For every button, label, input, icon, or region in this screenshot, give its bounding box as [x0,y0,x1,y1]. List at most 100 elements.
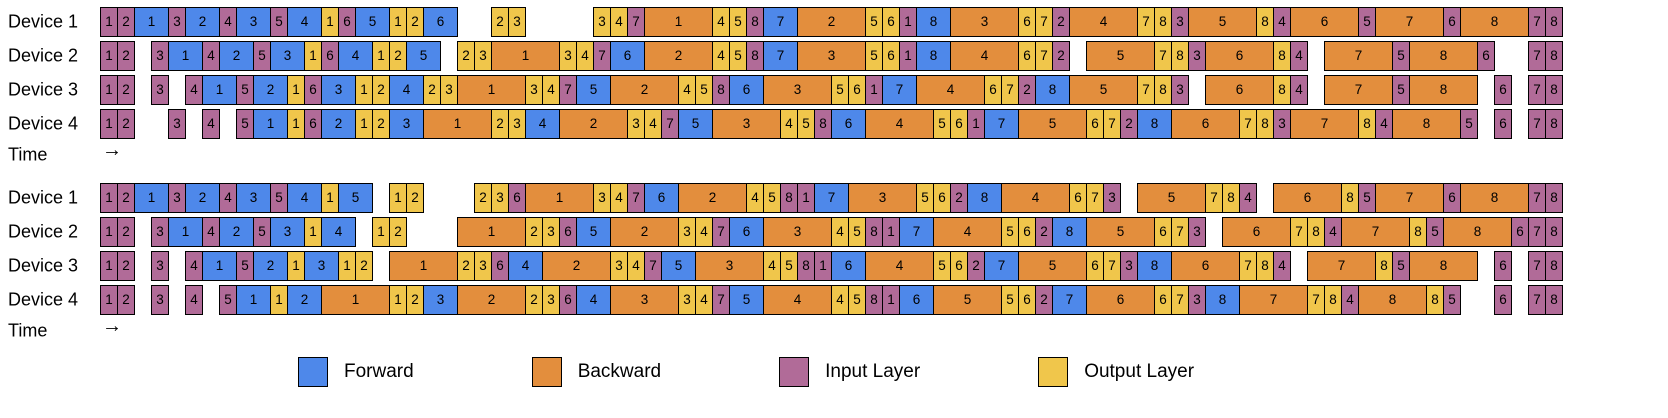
block-output-layer-1: 1 [355,109,373,139]
block-output-layer-8: 8 [1256,251,1274,281]
block-input-layer-5: 5 [1358,7,1376,37]
block-backward-6: 6 [1171,251,1240,281]
block-output-layer-7: 7 [1171,285,1189,315]
block-backward-1: 1 [644,7,713,37]
block-input-layer-6: 6 [1443,7,1461,37]
block-backward-5: 5 [1086,41,1155,71]
block-backward-2: 2 [559,109,628,139]
block-output-layer-5: 5 [1001,285,1019,315]
block-input-layer-2: 2 [1120,109,1138,139]
block-backward-2: 2 [797,7,866,37]
block-output-layer-8: 8 [1409,217,1427,247]
block-output-layer-4: 4 [831,285,849,315]
block-backward-2: 2 [610,75,679,105]
block-output-layer-8: 8 [1358,109,1376,139]
block-output-layer-3: 3 [559,41,577,71]
block-forward-5: 5 [729,285,764,315]
block-input-layer-3: 3 [1103,183,1121,213]
block-output-layer-6: 6 [933,183,951,213]
block-input-layer-6: 6 [338,7,356,37]
block-input-layer-6: 6 [1494,285,1512,315]
block-input-layer-5: 5 [1443,285,1461,315]
block-forward-2: 2 [185,183,220,213]
block-output-layer-2: 2 [457,41,475,71]
block-output-layer-8: 8 [1375,251,1393,281]
block-output-layer-3: 3 [474,251,492,281]
block-input-layer-8: 8 [1545,251,1563,281]
block-forward-8: 8 [916,41,951,71]
block-output-layer-1: 1 [372,41,390,71]
block-input-layer-3: 3 [1273,109,1291,139]
block-input-layer-6: 6 [1511,217,1529,247]
block-output-layer-3: 3 [542,285,560,315]
block-backward-4: 4 [865,251,934,281]
block-input-layer-6: 6 [1443,183,1461,213]
block-input-layer-5: 5 [253,41,271,71]
block-forward-3: 3 [389,109,424,139]
block-forward-5: 5 [576,75,611,105]
block-output-layer-2: 2 [525,285,543,315]
block-forward-8: 8 [967,183,1002,213]
block-forward-8: 8 [1052,217,1087,247]
block-input-layer-1: 1 [882,285,900,315]
legend-item-output-layer: Output Layer [1038,357,1194,387]
time-label: Time [8,144,48,165]
block-forward-5: 5 [678,109,713,139]
block-input-layer-2: 2 [117,109,135,139]
block-input-layer-8: 8 [780,183,798,213]
block-backward-2: 2 [542,251,611,281]
block-output-layer-4: 4 [712,7,730,37]
block-forward-7: 7 [763,41,798,71]
block-input-layer-3: 3 [1188,217,1206,247]
block-forward-5: 5 [576,217,611,247]
block-output-layer-1: 1 [372,217,390,247]
block-input-layer-7: 7 [1528,7,1546,37]
block-forward-8: 8 [1137,109,1172,139]
block-input-layer-1: 1 [814,251,832,281]
block-output-layer-3: 3 [440,75,458,105]
block-input-layer-8: 8 [712,75,730,105]
device-label: Device 1 [8,187,79,208]
block-input-layer-8: 8 [1545,217,1563,247]
block-output-layer-6: 6 [1086,251,1104,281]
block-backward-8: 8 [1409,251,1478,281]
block-output-layer-8: 8 [1154,7,1172,37]
block-input-layer-4: 4 [202,41,220,71]
device-label: Device 4 [8,289,79,310]
block-output-layer-2: 2 [406,285,424,315]
block-forward-5: 5 [338,183,373,213]
block-backward-3: 3 [763,217,832,247]
block-input-layer-6: 6 [1494,109,1512,139]
block-input-layer-3: 3 [151,75,169,105]
block-backward-4: 4 [933,217,1002,247]
block-output-layer-8: 8 [1307,217,1325,247]
block-input-layer-1: 1 [100,285,118,315]
block-input-layer-1: 1 [967,109,985,139]
block-input-layer-6: 6 [304,75,322,105]
block-input-layer-6: 6 [491,251,509,281]
block-output-layer-5: 5 [797,109,815,139]
block-input-layer-2: 2 [967,251,985,281]
block-forward-1: 1 [202,251,237,281]
block-input-layer-1: 1 [797,183,815,213]
block-output-layer-2: 2 [457,251,475,281]
block-output-layer-7: 7 [1137,7,1155,37]
block-forward-2: 2 [253,251,288,281]
block-output-layer-4: 4 [780,109,798,139]
block-forward-1: 1 [236,285,271,315]
block-input-layer-1: 1 [865,75,883,105]
block-output-layer-7: 7 [1205,183,1223,213]
block-backward-8: 8 [1460,7,1529,37]
block-forward-7: 7 [899,217,934,247]
block-input-layer-8: 8 [746,41,764,71]
block-output-layer-7: 7 [1035,7,1053,37]
block-input-layer-2: 2 [117,183,135,213]
block-input-layer-5: 5 [1392,41,1410,71]
block-backward-5: 5 [1188,7,1257,37]
block-output-layer-7: 7 [1103,109,1121,139]
